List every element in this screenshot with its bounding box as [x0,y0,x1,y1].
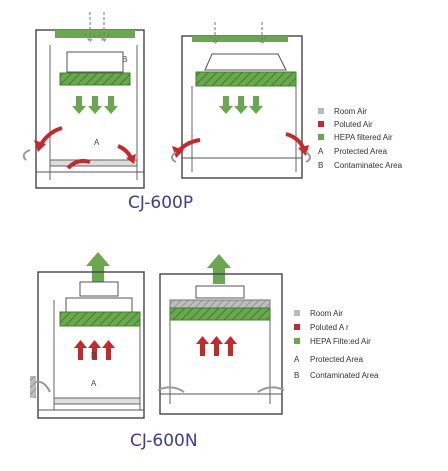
polluted-air-arrow [66,158,91,170]
top-green-band [192,36,288,42]
exhaust-arrow [207,254,231,284]
exhaust-housing [79,281,119,297]
legend-swatch-room-air [294,310,300,316]
legend-key-a: A [318,147,324,156]
cj600n-front-view [157,254,285,415]
fan-box [66,51,124,73]
legend-key-b: B [294,371,299,380]
top-green-band [55,30,135,38]
work-surface [49,159,138,167]
exhaust-arrow [86,252,110,282]
hepa-filter [169,307,271,321]
model-title-cj600n: CJ-600N [130,431,198,451]
legend-bottom: Room Air Poluted A r HEPA Filte:ed Air A… [294,309,379,380]
legend-polluted-air: Poluted Air [334,120,373,129]
legend-top: Room Air Poluted Air HEPA filtered Air A… [318,107,403,170]
legend-key-b: B [318,161,323,170]
cabinet-outline [159,273,283,415]
hepa-filter [59,72,131,86]
hepa-filter [195,71,297,87]
exhaust-housing [195,285,245,299]
legend-contaminated-area: Contaminated Area [310,371,379,380]
cj600n-side-view: B A [30,252,145,419]
cj600p-side-view: A B [22,12,145,189]
room-air-inlet-arrow [98,12,110,43]
hepa-downflow-arrows [72,96,118,114]
legend-contaminated-area: Contaminatec Area [334,161,403,170]
label-b: B [91,351,96,360]
legend-room-air: Room Air [334,107,367,116]
hepa-filter [59,311,141,327]
legend-polluted-air: Poluted A r [310,323,349,332]
legend-swatch-hepa [318,134,324,140]
room-air-inlet-arrow [84,12,96,43]
cj600p-front-view [171,22,311,179]
polluted-upflow-arrows [196,336,237,356]
legend-room-air: Room Air [310,309,343,318]
legend-swatch-room-air [318,108,324,114]
legend-protected-area: Protected Area [334,147,387,156]
fan-hood [204,53,287,71]
room-air-inlet [35,380,51,393]
legend-swatch-polluted [318,121,324,127]
cabinet-outline [37,271,145,419]
legend-hepa-air: HEPA filtered Air [334,133,393,142]
legend-swatch-hepa [294,338,300,344]
fan-box [65,297,133,313]
label-a: A [94,138,100,147]
work-surface [53,397,141,405]
room-air-curl [22,149,31,161]
model-title-cj600p: CJ-600P [128,193,193,213]
legend-protected-area: Protected Area [310,355,363,364]
hepa-filter-gray [169,299,271,309]
legend-hepa-air: HEPA Filte:ed Air [310,337,371,346]
polluted-upflow-arrows [74,340,115,360]
hepa-downflow-arrows [219,96,263,114]
label-a: A [91,379,97,388]
legend-swatch-polluted [294,324,300,330]
legend-key-a: A [294,355,300,364]
label-b: B [122,55,127,64]
